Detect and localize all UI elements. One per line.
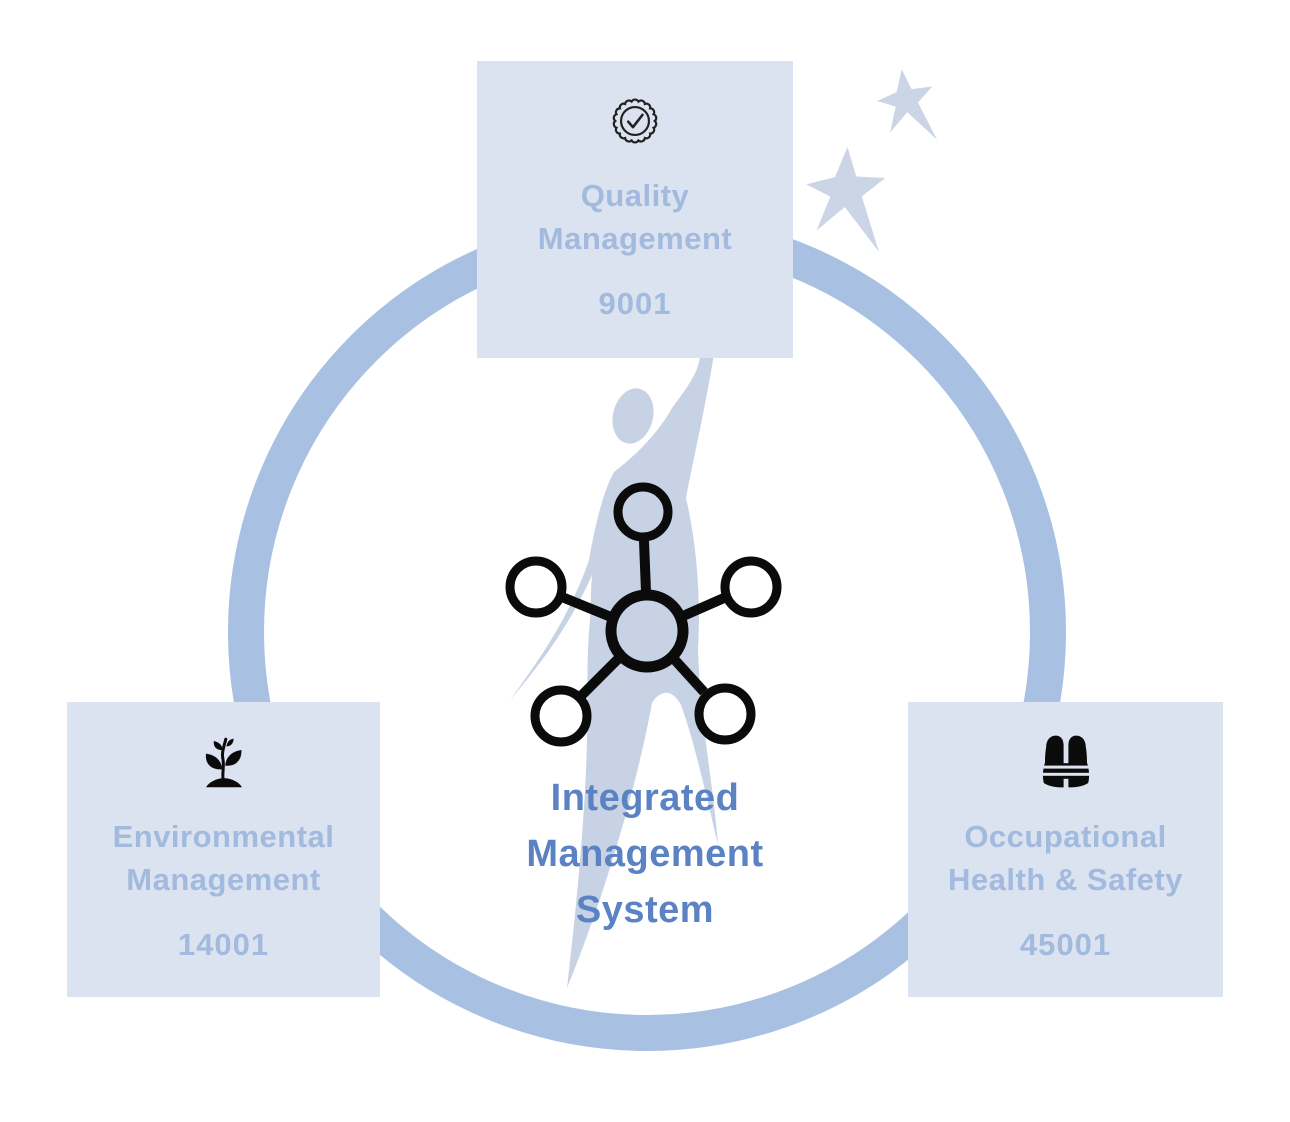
node-environmental-management: Environmental Management 14001 (67, 702, 380, 997)
center-title-line: Integrated (550, 777, 740, 819)
safety-vest-icon (1036, 729, 1096, 795)
hub-satellite-circle (613, 482, 673, 542)
hub-satellite-circle (720, 556, 782, 618)
hub-satellite-circle (530, 685, 592, 747)
node-title-line: Environmental (112, 819, 335, 854)
node-title-line: Management (126, 862, 321, 897)
center-title-line: Management (526, 833, 764, 875)
node-standard: 9001 (598, 286, 672, 321)
node-title-line: Management (537, 221, 733, 256)
node-title: Quality Management (538, 174, 732, 260)
hub-network-icon (505, 482, 782, 747)
node-quality-management: Quality Management 9001 (477, 61, 793, 358)
star-icon (806, 147, 886, 252)
hub-satellite-circle (694, 683, 756, 745)
node-title: Environmental Management (113, 815, 335, 901)
node-title-line: Occupational (964, 819, 1167, 854)
hub-satellite-circle (505, 556, 567, 618)
node-standard: 45001 (1019, 927, 1112, 962)
center-title-line: System (575, 889, 715, 931)
node-title-line: Health & Safety (948, 862, 1183, 897)
star-icon (877, 69, 938, 140)
stars (806, 69, 938, 252)
node-title-line: Quality (580, 178, 690, 213)
silhouette-head (612, 388, 654, 444)
node-standard: 14001 (177, 927, 270, 962)
center-title: Integrated Management System (445, 770, 845, 938)
node-title: Occupational Health & Safety (948, 815, 1183, 901)
node-occupational-health-safety: Occupational Health & Safety 45001 (908, 702, 1223, 997)
hub-center-circle (605, 589, 689, 673)
seedling-icon (194, 729, 254, 795)
certificate-badge-icon (601, 88, 669, 154)
